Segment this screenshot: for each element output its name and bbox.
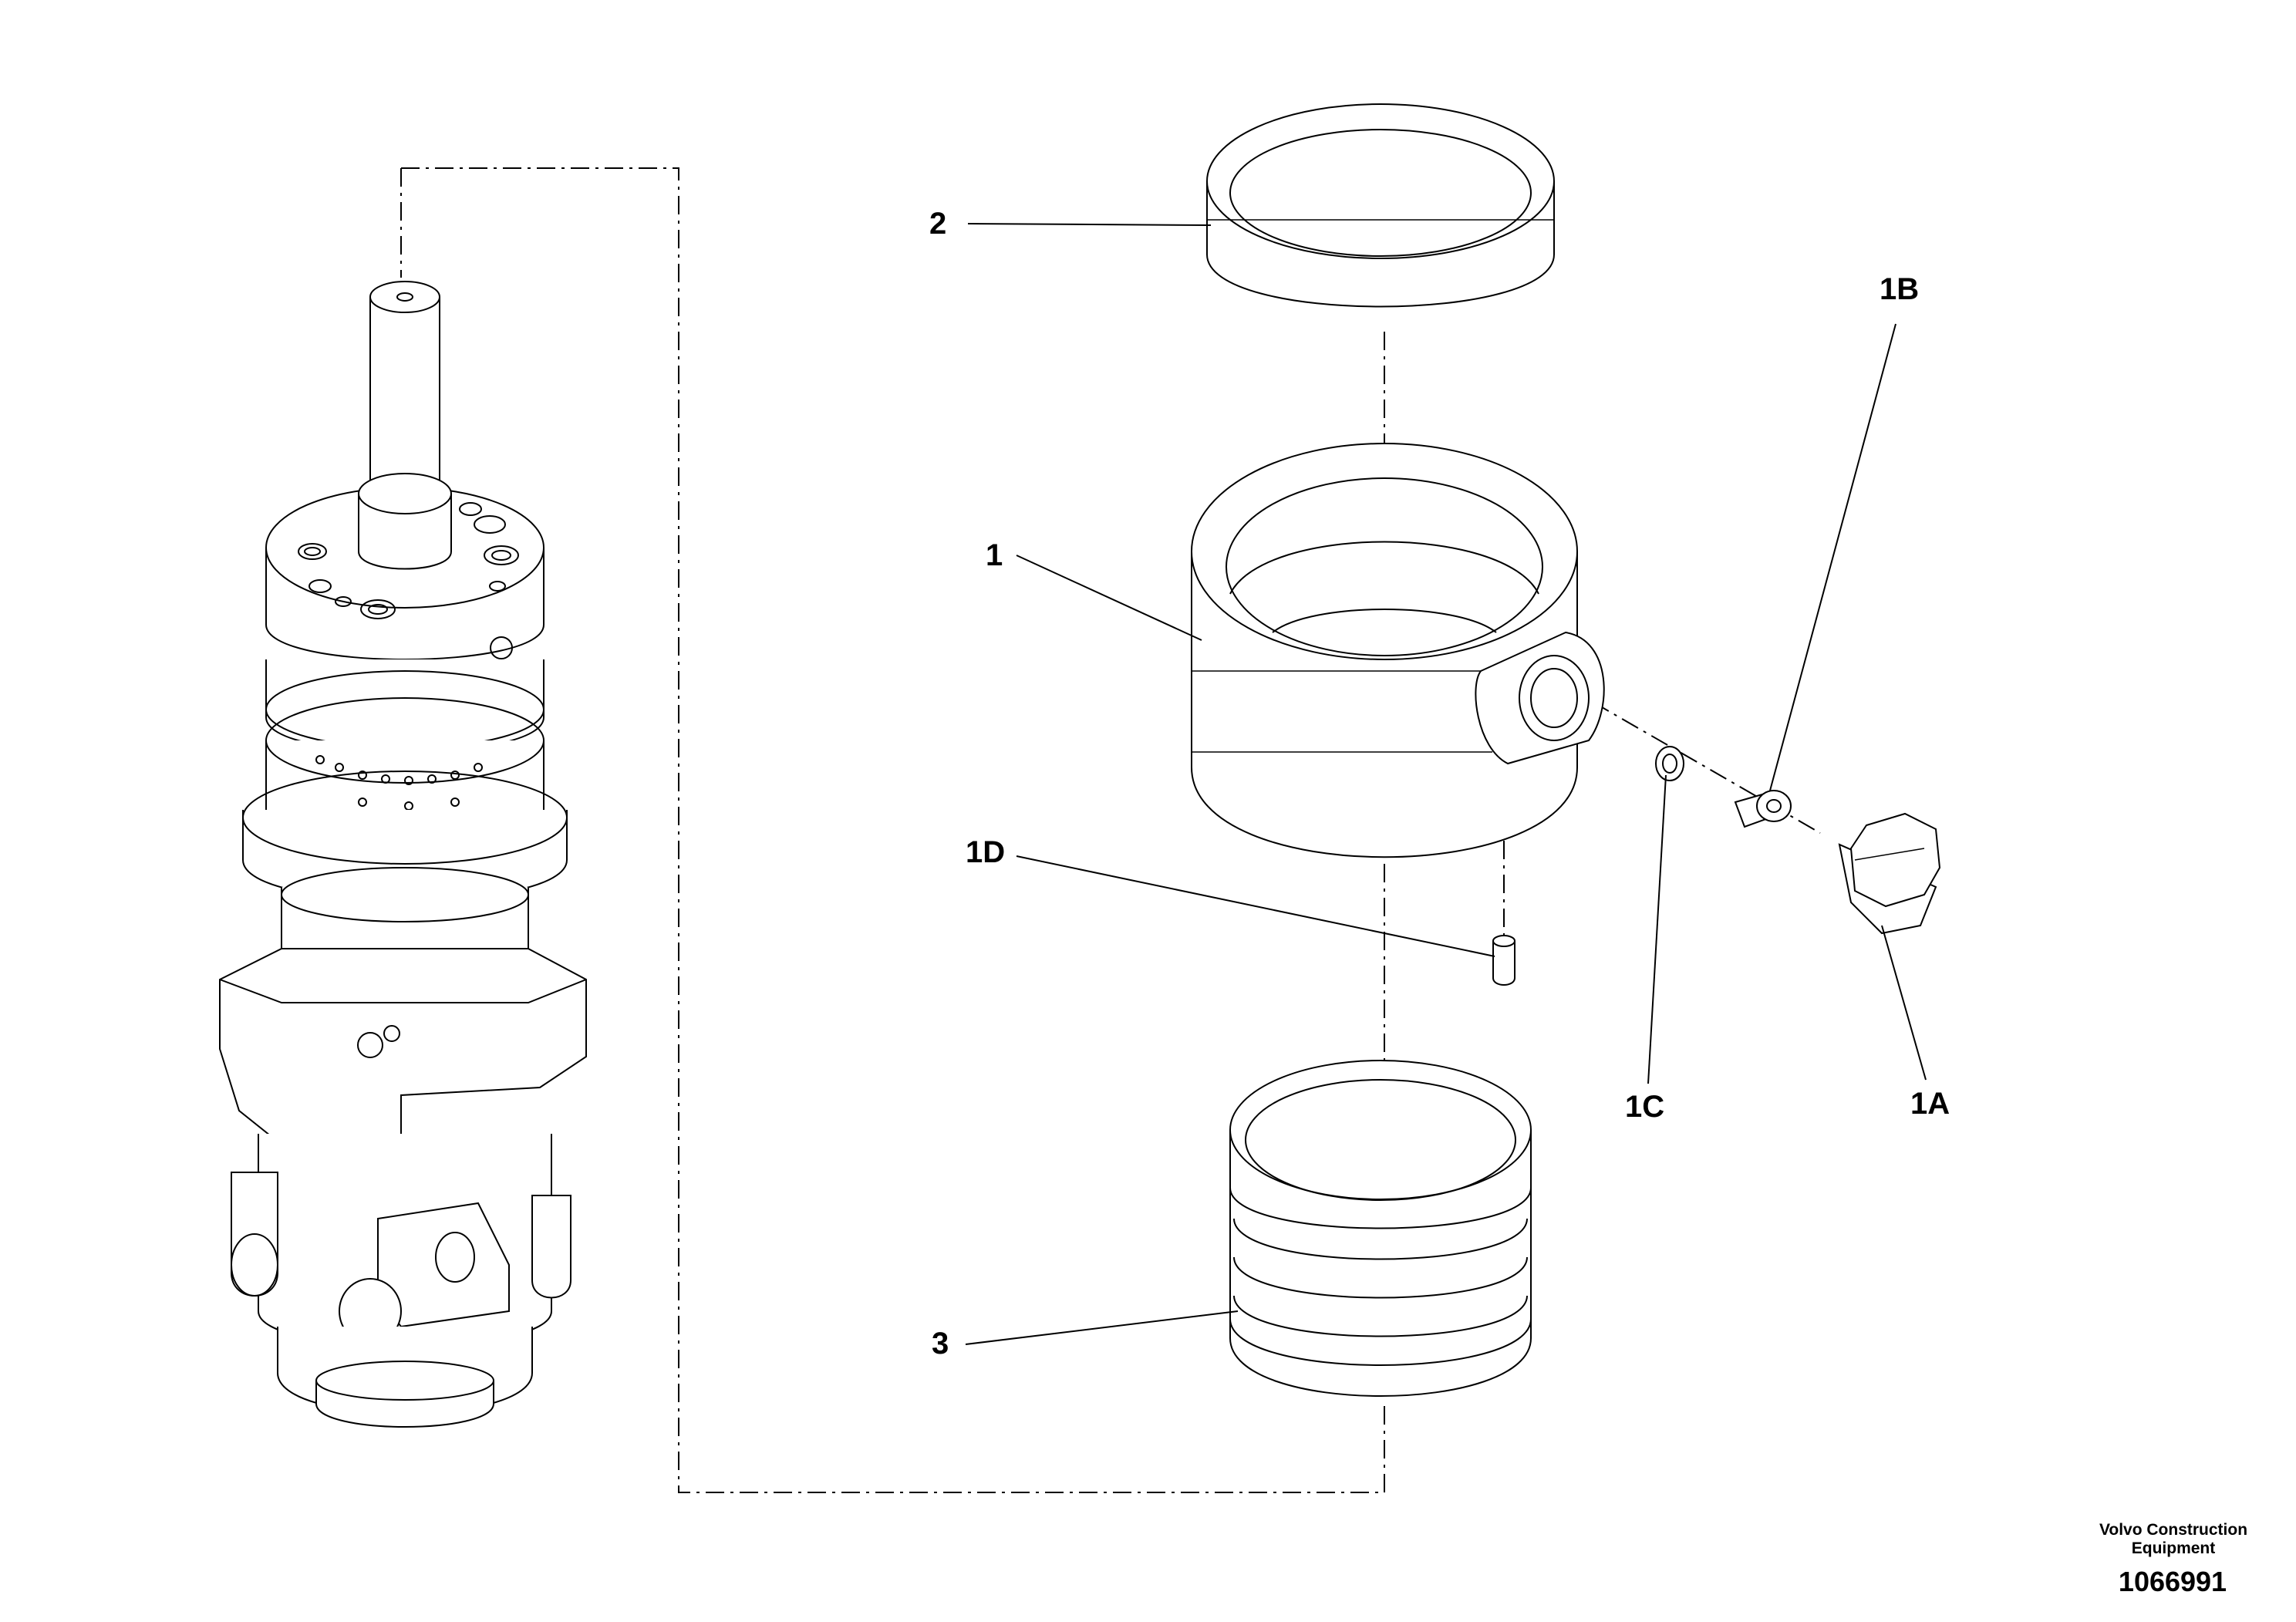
brand-line-2: Equipment (2132, 1539, 2216, 1557)
brand-line-1: Volvo Construction (2099, 1521, 2247, 1539)
callout-1a: 1A (1910, 1087, 1950, 1121)
part-1d-pin (1492, 935, 1515, 986)
swivel-joint-assembly (219, 281, 587, 1428)
callout-2: 2 (929, 207, 946, 241)
part-1c-washer (1655, 746, 1684, 781)
part-1b-screw (1734, 790, 1792, 828)
part-2-ring (1206, 103, 1555, 308)
callout-1c: 1C (1625, 1090, 1664, 1124)
callout-3: 3 (932, 1327, 949, 1361)
callout-1b: 1B (1880, 272, 1919, 306)
footer-block: Volvo Construction Equipment 1066991 (2099, 1521, 2247, 1597)
document-number: 1066991 (2119, 1566, 2227, 1597)
leader-lines (965, 223, 1927, 1345)
port-holes (315, 755, 483, 811)
assembly-centerline (400, 167, 1821, 1493)
callout-1d: 1D (966, 835, 1005, 869)
part-1a-plug (1838, 812, 1941, 935)
part-3-sleeve (1229, 1060, 1532, 1397)
part-1-housing (1191, 443, 1605, 858)
callout-1: 1 (986, 538, 1003, 572)
